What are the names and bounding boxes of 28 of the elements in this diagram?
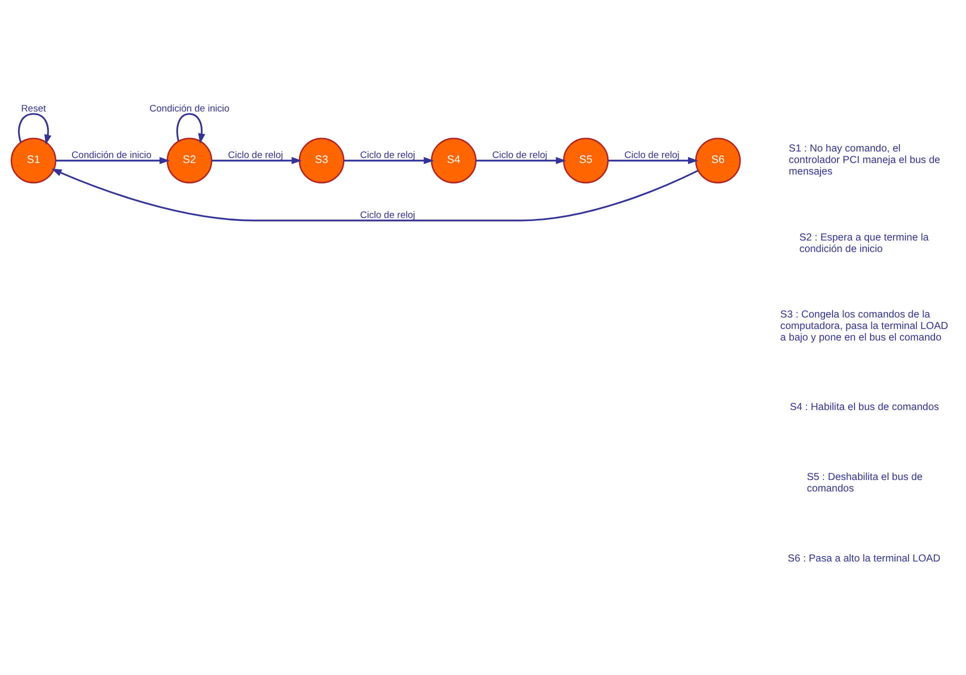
arrow [212, 157, 302, 164]
arrow [344, 157, 434, 164]
edge-label: Ciclo de reloj [360, 150, 416, 162]
edge-label: Ciclo de reloj [624, 150, 680, 162]
label: S4 : Habilita el bus de comandos [790, 402, 939, 414]
label: S5 : Deshabilita el bus de comandos [806, 472, 923, 495]
arrow [608, 157, 698, 164]
label: S1 : No hay comando, el controlador PCI maneja el bus de mensajes [788, 143, 940, 178]
edge-label: Ciclo de reloj [228, 150, 284, 162]
node-circle: S4 [430, 138, 477, 184]
edge-label: Ciclo de reloj [492, 150, 548, 162]
arrow [176, 113, 206, 144]
node-circle: S3 [298, 138, 344, 184]
label: S6 : Pasa a alto la terminal LOAD [788, 553, 940, 564]
edge-label: Condición de inicio [72, 150, 152, 162]
edge-label: Reset [21, 103, 46, 114]
node-circle: S1 [10, 138, 56, 184]
arrow [56, 157, 170, 164]
node-circle: S5 [563, 138, 609, 184]
node-circle: S2 [166, 138, 212, 184]
arrow [51, 168, 698, 222]
node-circle: S6 [695, 138, 741, 184]
label: S3 : Congela los comandos de la computadora, pasa la terminal LOAD a bajo y pone en el bus el comando [780, 310, 948, 344]
label: S2 : Espera a que termine la condición de inicio [799, 232, 929, 255]
edge-label: Condición de inicio [150, 103, 230, 114]
arrow [18, 113, 52, 145]
arrow [476, 157, 566, 164]
edge-label: Ciclo de reloj [360, 210, 416, 221]
